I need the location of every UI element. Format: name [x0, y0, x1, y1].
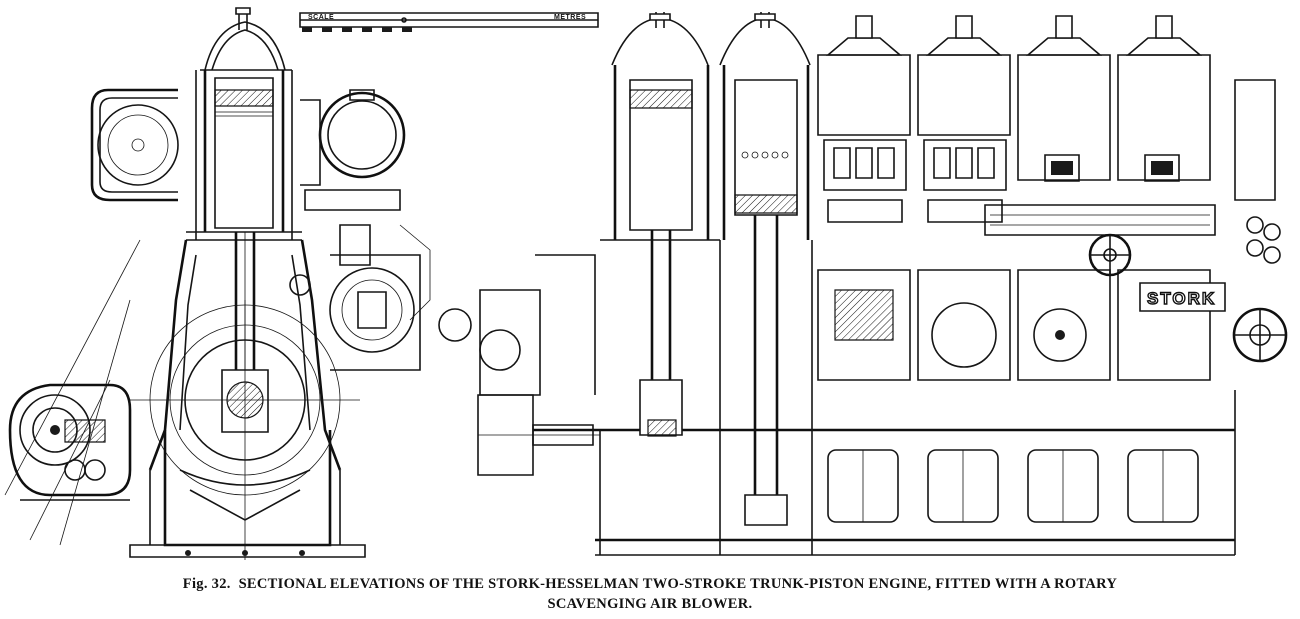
cylinder-unit-4: [918, 16, 1010, 380]
figure-number: Fig. 32.: [182, 576, 231, 592]
caption-line-2: SCAVENGING AIR BLOWER.: [547, 596, 753, 612]
caption-line-1: Fig. 32. SECTIONAL ELEVATIONS OF THE STO…: [0, 574, 1300, 594]
cylinder-unit-5: [1018, 16, 1110, 380]
scale-label-left: SCALE: [308, 14, 334, 21]
engine-drawing: SCALE METRES: [0, 0, 1300, 570]
figure-caption: Fig. 32. SECTIONAL ELEVATIONS OF THE STO…: [0, 574, 1300, 614]
nameplate-text: STORK: [1147, 289, 1216, 308]
cylinder-unit-6: [1118, 16, 1210, 380]
scale-label-right: METRES: [554, 14, 586, 21]
scale-bar: SCALE METRES: [300, 13, 598, 32]
longitudinal-elevation: STORK: [439, 12, 1286, 555]
cylinder-unit-3: [818, 16, 910, 380]
caption-text-1: SECTIONAL ELEVATIONS OF THE STORK-HESSEL…: [238, 576, 1118, 592]
cross-section-view: [5, 8, 430, 560]
stork-nameplate: [1140, 283, 1225, 311]
